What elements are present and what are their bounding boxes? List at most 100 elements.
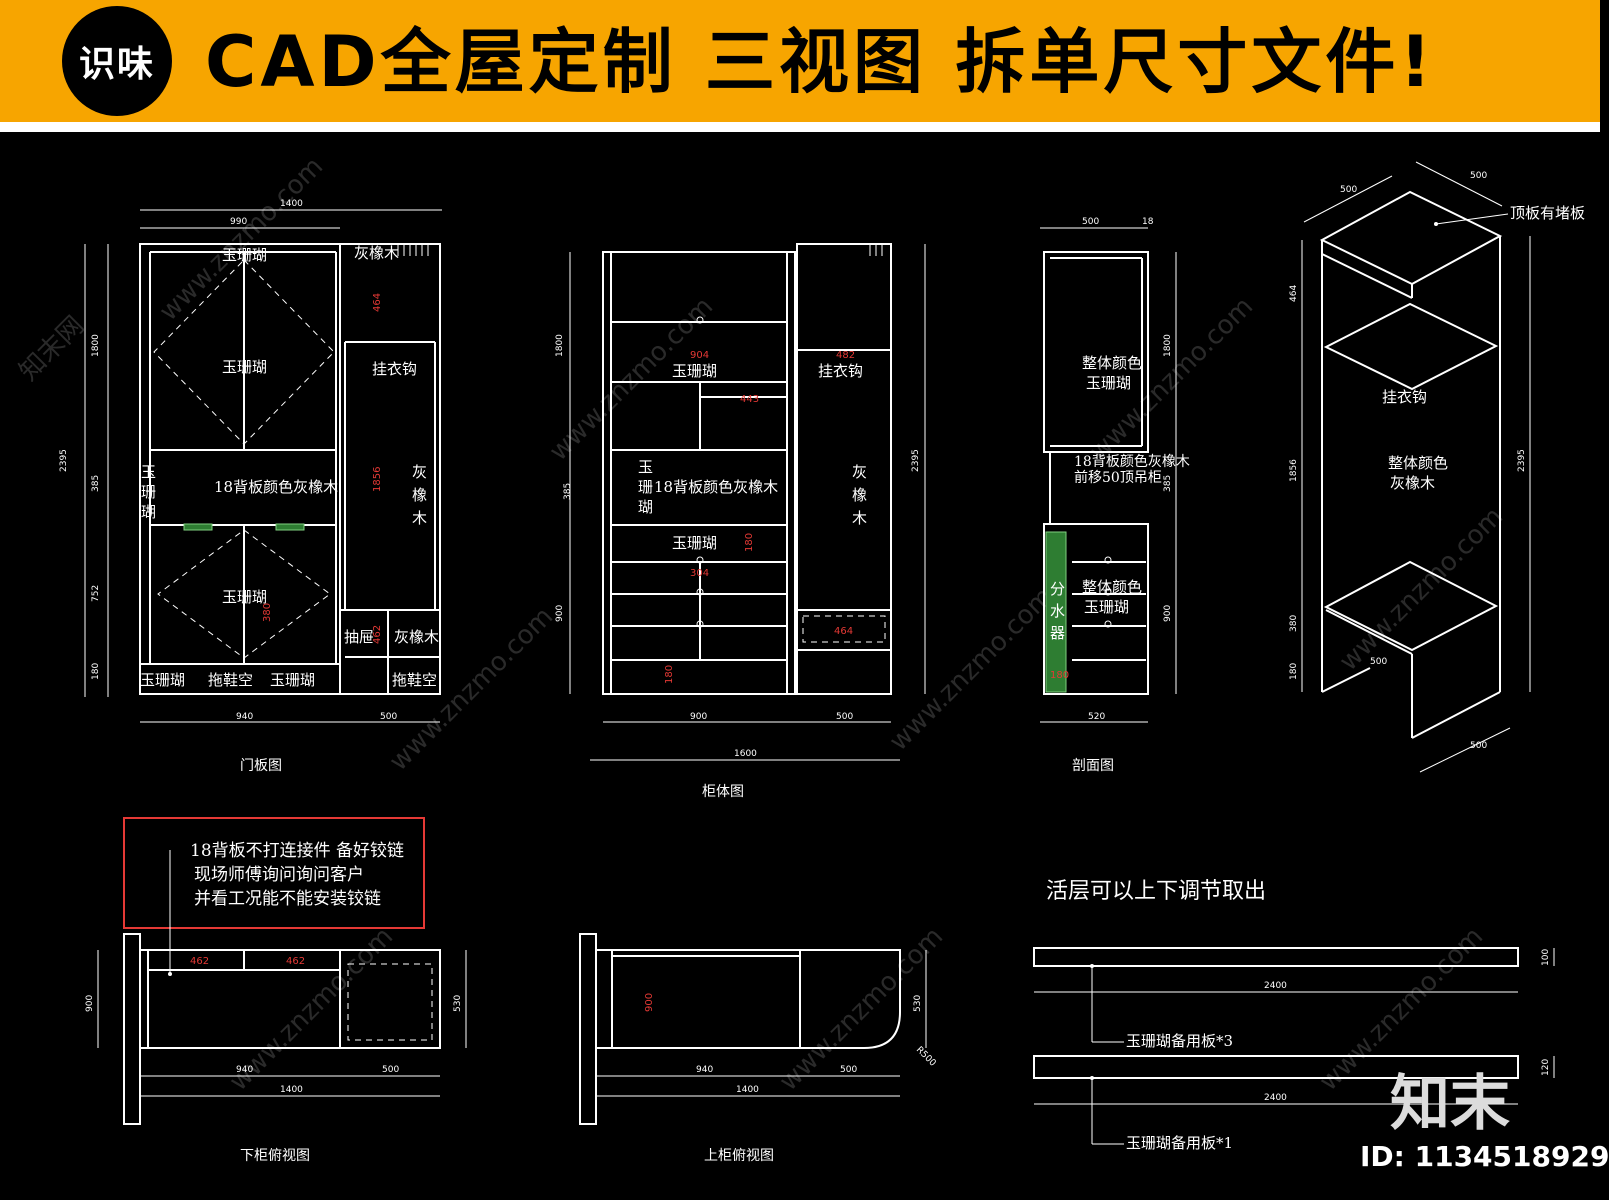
label-vertical-char: 分	[1050, 580, 1065, 598]
label-vertical-char: 灰	[852, 463, 867, 481]
dim-text: 990	[230, 217, 247, 227]
dim-text: 520	[1088, 712, 1105, 722]
upper-plan-view: 900 530 R500 940 500 1400 上柜俯视图	[579, 933, 938, 1164]
dim-text: 900	[690, 712, 707, 722]
watermark-cn-1: 知末网	[14, 311, 90, 387]
dim-text: 900	[555, 605, 565, 622]
dim-text: 385	[563, 483, 573, 500]
watermark-site-1: www.znzmo.com	[154, 152, 329, 327]
red-dim-text: 904	[690, 350, 709, 361]
label-spare-board: 玉珊瑚备用板*3	[1126, 1032, 1233, 1050]
red-dim-text: 304	[690, 568, 709, 579]
dim-text: 940	[236, 712, 253, 722]
dim-text: 380	[1289, 615, 1299, 632]
red-dim-text: 462	[372, 625, 383, 644]
dim-text: 500	[1470, 171, 1487, 181]
label-huixiangmu: 灰橡木	[394, 628, 439, 646]
label-yushanhu: 玉珊瑚	[222, 358, 267, 376]
label-backboard: 18背板颜色灰橡木	[654, 478, 778, 496]
label-yushanhu: 玉珊瑚	[222, 588, 267, 606]
red-dim-text: 464	[834, 626, 853, 637]
label-vertical-char: 木	[412, 509, 427, 527]
label-yushanhu: 玉珊瑚	[672, 534, 717, 552]
note-box: 18背板不打连接件 备好铰链 现场师傅询问询问客户 并看工况能不能安装铰链	[123, 817, 425, 974]
dim-text: 2400	[1264, 1093, 1287, 1103]
caption-lower-plan: 下柜俯视图	[240, 1148, 310, 1164]
red-dim-text: 900	[644, 993, 655, 1012]
dim-text: 2395	[1517, 449, 1527, 472]
label-bottom: 拖鞋空	[392, 671, 437, 689]
door-view: 1400 990 2395 1800 385 752 180	[59, 199, 442, 774]
label-back-note: 18背板颜色灰橡木	[1074, 453, 1190, 470]
dim-text: 2400	[1264, 981, 1287, 991]
label-vertical-char: 器	[1050, 624, 1065, 642]
caption-door: 门板图	[240, 758, 282, 774]
dim-text: 18	[1142, 217, 1154, 227]
red-dim-text: 462	[286, 956, 305, 967]
label-vertical-char: 玉	[141, 463, 156, 481]
dim-text: 500	[840, 1065, 857, 1075]
shelves-title: 活层可以上下调节取出	[1046, 879, 1266, 904]
red-dim-text: 180	[1050, 670, 1069, 681]
dim-text: 500	[1470, 741, 1487, 751]
label-vertical-char: 橡	[852, 486, 867, 504]
label-yushanhu: 玉珊瑚	[222, 246, 267, 264]
red-dim-text: 443	[740, 394, 759, 405]
label-color: 玉珊瑚	[1086, 374, 1131, 392]
spare-shelves: 活层可以上下调节取出 100 2400 玉珊瑚备用板*3 120 2400 玉珊…	[1033, 879, 1555, 1152]
label-spare-board: 玉珊瑚备用板*1	[1126, 1134, 1233, 1152]
label-yushanhu: 玉珊瑚	[672, 362, 717, 380]
dim-text: 1400	[736, 1085, 759, 1095]
dim-text: 940	[696, 1065, 713, 1075]
label-guayigou: 挂衣钩	[372, 360, 417, 378]
dim-text: 500	[380, 712, 397, 722]
dim-text: 500	[1082, 217, 1099, 227]
label-bottom: 拖鞋空	[208, 671, 253, 689]
dim-text: 500	[836, 712, 853, 722]
dim-text: 385	[1163, 475, 1173, 492]
caption-cabinet: 柜体图	[702, 784, 744, 800]
dim-text: 500	[1370, 657, 1387, 667]
title-banner	[0, 0, 1600, 122]
label-vertical-char: 瑚	[638, 498, 653, 516]
red-dim-text: 482	[836, 350, 855, 361]
label-color: 整体颜色	[1388, 454, 1448, 472]
lower-plan-view: 462 462 900 530 940 500 1400 下柜俯视图	[85, 933, 467, 1164]
dim-text: 1800	[1163, 334, 1173, 357]
dim-text: 120	[1541, 1059, 1551, 1076]
label-vertical-char: 珊	[141, 483, 156, 501]
dim-text: 1400	[280, 1085, 303, 1095]
label-vertical-char: 木	[852, 509, 867, 527]
red-dim-text: 462	[190, 956, 209, 967]
dim-text: 900	[1163, 605, 1173, 622]
dim-text: 1800	[555, 334, 565, 357]
label-bottom: 玉珊瑚	[140, 671, 185, 689]
caption-upper-plan: 上柜俯视图	[704, 1148, 774, 1164]
red-dim-text: 464	[372, 293, 383, 312]
dim-text: 900	[85, 995, 95, 1012]
dim-text: 2395	[59, 449, 69, 472]
red-dim-text: 1856	[372, 467, 383, 492]
dim-text: 385	[91, 475, 101, 492]
caption-section: 剖面图	[1072, 758, 1114, 774]
label-top-note: 顶板有堵板	[1510, 204, 1585, 222]
label-backboard: 18背板颜色灰橡木	[214, 478, 338, 496]
red-dim-text: 380	[262, 603, 273, 622]
dim-text: 940	[236, 1065, 253, 1075]
watermark-site-5: www.znzmo.com	[884, 582, 1059, 757]
dim-text: 1600	[734, 749, 757, 759]
label-color: 整体颜色	[1082, 354, 1142, 372]
dim-text: 1856	[1289, 459, 1299, 482]
label-color: 玉珊瑚	[1084, 598, 1129, 616]
dim-text: 100	[1541, 949, 1551, 966]
dim-text: 1800	[91, 334, 101, 357]
label-vertical-char: 瑚	[141, 503, 156, 521]
label-back-note: 前移50顶吊柜	[1074, 469, 1162, 486]
dim-text: 180	[91, 663, 101, 680]
label-bottom: 玉珊瑚	[270, 671, 315, 689]
dim-text: 500	[1340, 185, 1357, 195]
dim-text: 2395	[911, 449, 921, 472]
dim-text: R500	[914, 1045, 938, 1069]
dim-text: 752	[91, 585, 101, 602]
label-huixiangmu: 灰橡木	[354, 244, 399, 262]
